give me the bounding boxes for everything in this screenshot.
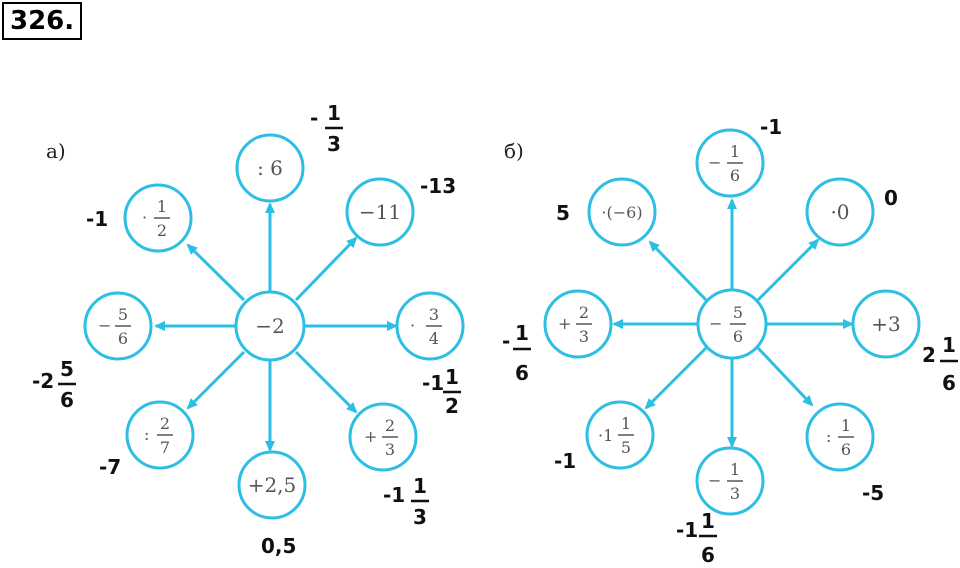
op-node-minus-11: −11	[345, 177, 415, 247]
center-node-b: − 5 6	[696, 288, 768, 360]
svg-text:-1: -1	[86, 207, 108, 231]
svg-text:+2,5: +2,5	[248, 473, 297, 497]
svg-text:0,5: 0,5	[261, 534, 296, 558]
svg-text:·0: ·0	[830, 200, 849, 224]
svg-text:-13: -13	[420, 174, 456, 198]
svg-text:5: 5	[621, 438, 631, 457]
op-node-divide-6: : 6	[235, 133, 305, 203]
svg-text:3: 3	[579, 327, 589, 346]
op-node-plus-2-5: +2,5	[237, 450, 307, 520]
diagram-a-label: а)	[46, 139, 66, 163]
svg-text:1: 1	[841, 416, 851, 435]
svg-text:6: 6	[733, 327, 743, 346]
center-node-a: −2	[234, 290, 306, 362]
svg-text:2: 2	[579, 303, 589, 322]
svg-text:+: +	[558, 314, 571, 333]
op-node-minus-1-3: − 1 3	[695, 446, 765, 516]
diagram-b-label: б)	[504, 139, 524, 163]
svg-text:-7: -7	[99, 455, 121, 479]
svg-text:1: 1	[621, 414, 631, 433]
diagram-b: б) − 5 6 − 1 6 ·0	[502, 115, 958, 567]
svg-text:3: 3	[413, 505, 427, 529]
svg-text:2: 2	[160, 414, 170, 433]
svg-text::: :	[826, 427, 831, 446]
svg-text:3: 3	[327, 132, 341, 156]
op-node-times-3-4: · 3 4	[395, 291, 465, 361]
op-node-minus-1-6: − 1 6	[695, 128, 765, 198]
svg-text:3: 3	[730, 484, 740, 503]
svg-text:·: ·	[142, 208, 147, 227]
svg-text:−: −	[98, 316, 111, 335]
svg-text:−: −	[708, 471, 721, 490]
svg-text:−2: −2	[255, 314, 284, 338]
svg-text:3: 3	[385, 440, 395, 459]
answers-a: - 1 3 -13 -1 1 2 -1 1 3 0,5 -7 -2 5 6	[32, 101, 461, 558]
svg-text:7: 7	[160, 438, 170, 457]
svg-text:1: 1	[730, 460, 740, 479]
op-node-times-0: ·0	[805, 177, 875, 247]
svg-text:-1: -1	[383, 483, 405, 507]
svg-text:2: 2	[445, 394, 459, 418]
svg-text::: :	[144, 425, 149, 444]
svg-text:6: 6	[841, 440, 851, 459]
op-node-divide-2-7: : 2 7	[125, 400, 195, 470]
svg-text:6: 6	[60, 388, 74, 412]
op-node-plus-2-3-b: + 2 3	[543, 289, 613, 359]
op-node-minus-5-6: − 5 6	[83, 291, 153, 361]
op-node-divide-1-6: : 1 6	[805, 402, 875, 472]
svg-text:−11: −11	[359, 200, 401, 224]
svg-text:-: -	[502, 329, 510, 353]
svg-text:+: +	[364, 427, 377, 446]
svg-text:4: 4	[429, 329, 439, 348]
svg-text:5: 5	[556, 201, 570, 225]
op-node-times-1-1-5: ·1 1 5	[585, 400, 655, 470]
svg-text:-1: -1	[760, 115, 782, 139]
answers-b: -1 0 2 1 6 -5 -1 1 6 -1 - 1 6 5	[502, 115, 958, 567]
op-node-plus-3: +3	[851, 289, 921, 359]
svg-text:2: 2	[157, 221, 167, 240]
svg-text:0: 0	[884, 186, 898, 210]
op-node-times-minus-6: ·(−6)	[587, 177, 657, 247]
svg-text:: 6: : 6	[257, 156, 283, 180]
svg-text:5: 5	[118, 305, 128, 324]
svg-text:·: ·	[410, 316, 415, 335]
diagram-a: а) −2 : 6 −11 · 3 4	[32, 101, 465, 558]
svg-text:+3: +3	[871, 312, 900, 336]
svg-text:1: 1	[157, 197, 167, 216]
svg-text:-1: -1	[676, 518, 698, 542]
svg-text:−: −	[708, 153, 721, 172]
svg-text:6: 6	[701, 543, 715, 567]
svg-text:1: 1	[515, 321, 529, 345]
svg-text:2: 2	[922, 343, 936, 367]
svg-text:-5: -5	[862, 481, 884, 505]
svg-text:6: 6	[730, 166, 740, 185]
svg-text:-1: -1	[554, 449, 576, 473]
svg-text:5: 5	[733, 303, 743, 322]
svg-text:3: 3	[429, 305, 439, 324]
svg-text:1: 1	[327, 101, 341, 125]
problem-number: 326.	[2, 2, 83, 40]
svg-text:-: -	[310, 106, 318, 130]
svg-text:·1: ·1	[598, 426, 613, 445]
svg-text:2: 2	[385, 416, 395, 435]
svg-text:6: 6	[942, 371, 956, 395]
svg-text:1: 1	[730, 142, 740, 161]
svg-text:1: 1	[445, 365, 459, 389]
svg-text:1: 1	[413, 474, 427, 498]
svg-text:-2: -2	[32, 369, 54, 393]
svg-text:6: 6	[515, 361, 529, 385]
op-node-times-1-2: · 1 2	[123, 183, 193, 253]
svg-text:6: 6	[118, 329, 128, 348]
op-node-plus-2-3: + 2 3	[348, 402, 418, 472]
svg-text:5: 5	[60, 357, 74, 381]
svg-text:1: 1	[701, 509, 715, 533]
svg-text:·(−6): ·(−6)	[601, 203, 642, 222]
svg-text:-1: -1	[422, 371, 444, 395]
svg-text:−: −	[709, 314, 722, 333]
svg-text:1: 1	[942, 333, 956, 357]
